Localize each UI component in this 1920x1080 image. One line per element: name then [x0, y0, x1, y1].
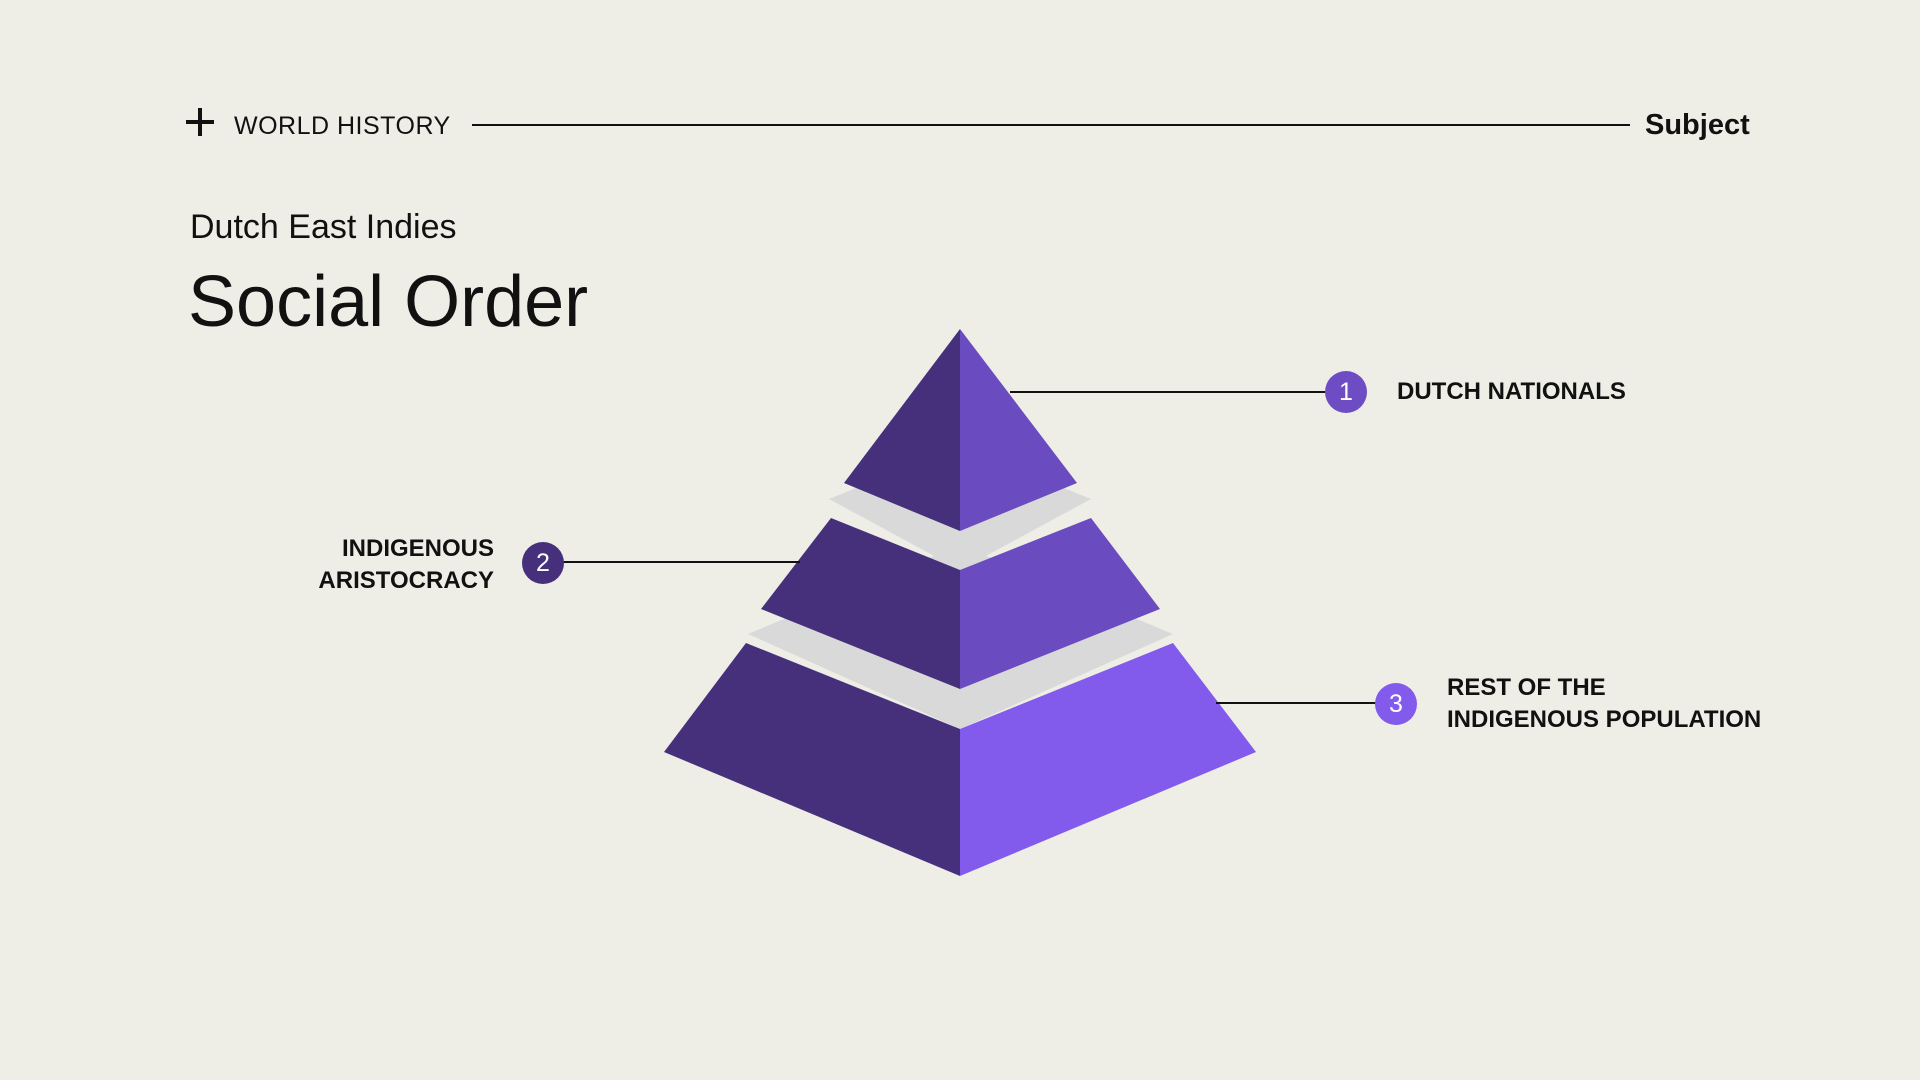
- level-3-number-badge: 3: [1375, 683, 1417, 725]
- level-2-label: INDIGENOUS ARISTOCRACY: [280, 533, 494, 597]
- pyramid-level-1-left-face: [844, 329, 960, 531]
- level-3-label-line: INDIGENOUS POPULATION: [1447, 706, 1762, 733]
- level-1-label: DUTCH NATIONALS: [1397, 376, 1626, 408]
- page-subtitle: Dutch East Indies: [190, 208, 457, 246]
- level-2-number-badge: 2: [522, 542, 564, 584]
- pyramid-level-2-right-face: [960, 518, 1160, 689]
- level-3-label-line: REST OF THE: [1447, 674, 1606, 701]
- header-category: WORLD HISTORY: [234, 112, 451, 140]
- page-title: Social Order: [188, 262, 589, 342]
- pyramid-level-2-left-face: [761, 518, 960, 689]
- header-divider-line: [472, 124, 1630, 126]
- level-2-label-line: INDIGENOUS: [341, 535, 494, 562]
- pyramid-level-3-right-face: [960, 643, 1256, 876]
- level-1-label-line: DUTCH NATIONALS: [1397, 378, 1626, 405]
- pyramid-level-1-right-face: [960, 329, 1077, 531]
- level-1-number-badge: 1: [1325, 371, 1367, 413]
- header-subject-label: Subject: [1645, 109, 1750, 141]
- level-2-label-line: ARISTOCRACY: [318, 567, 494, 594]
- plus-icon: [186, 108, 214, 136]
- pyramid-level-3-left-face: [664, 643, 960, 876]
- level-3-label: REST OF THE INDIGENOUS POPULATION: [1447, 672, 1761, 736]
